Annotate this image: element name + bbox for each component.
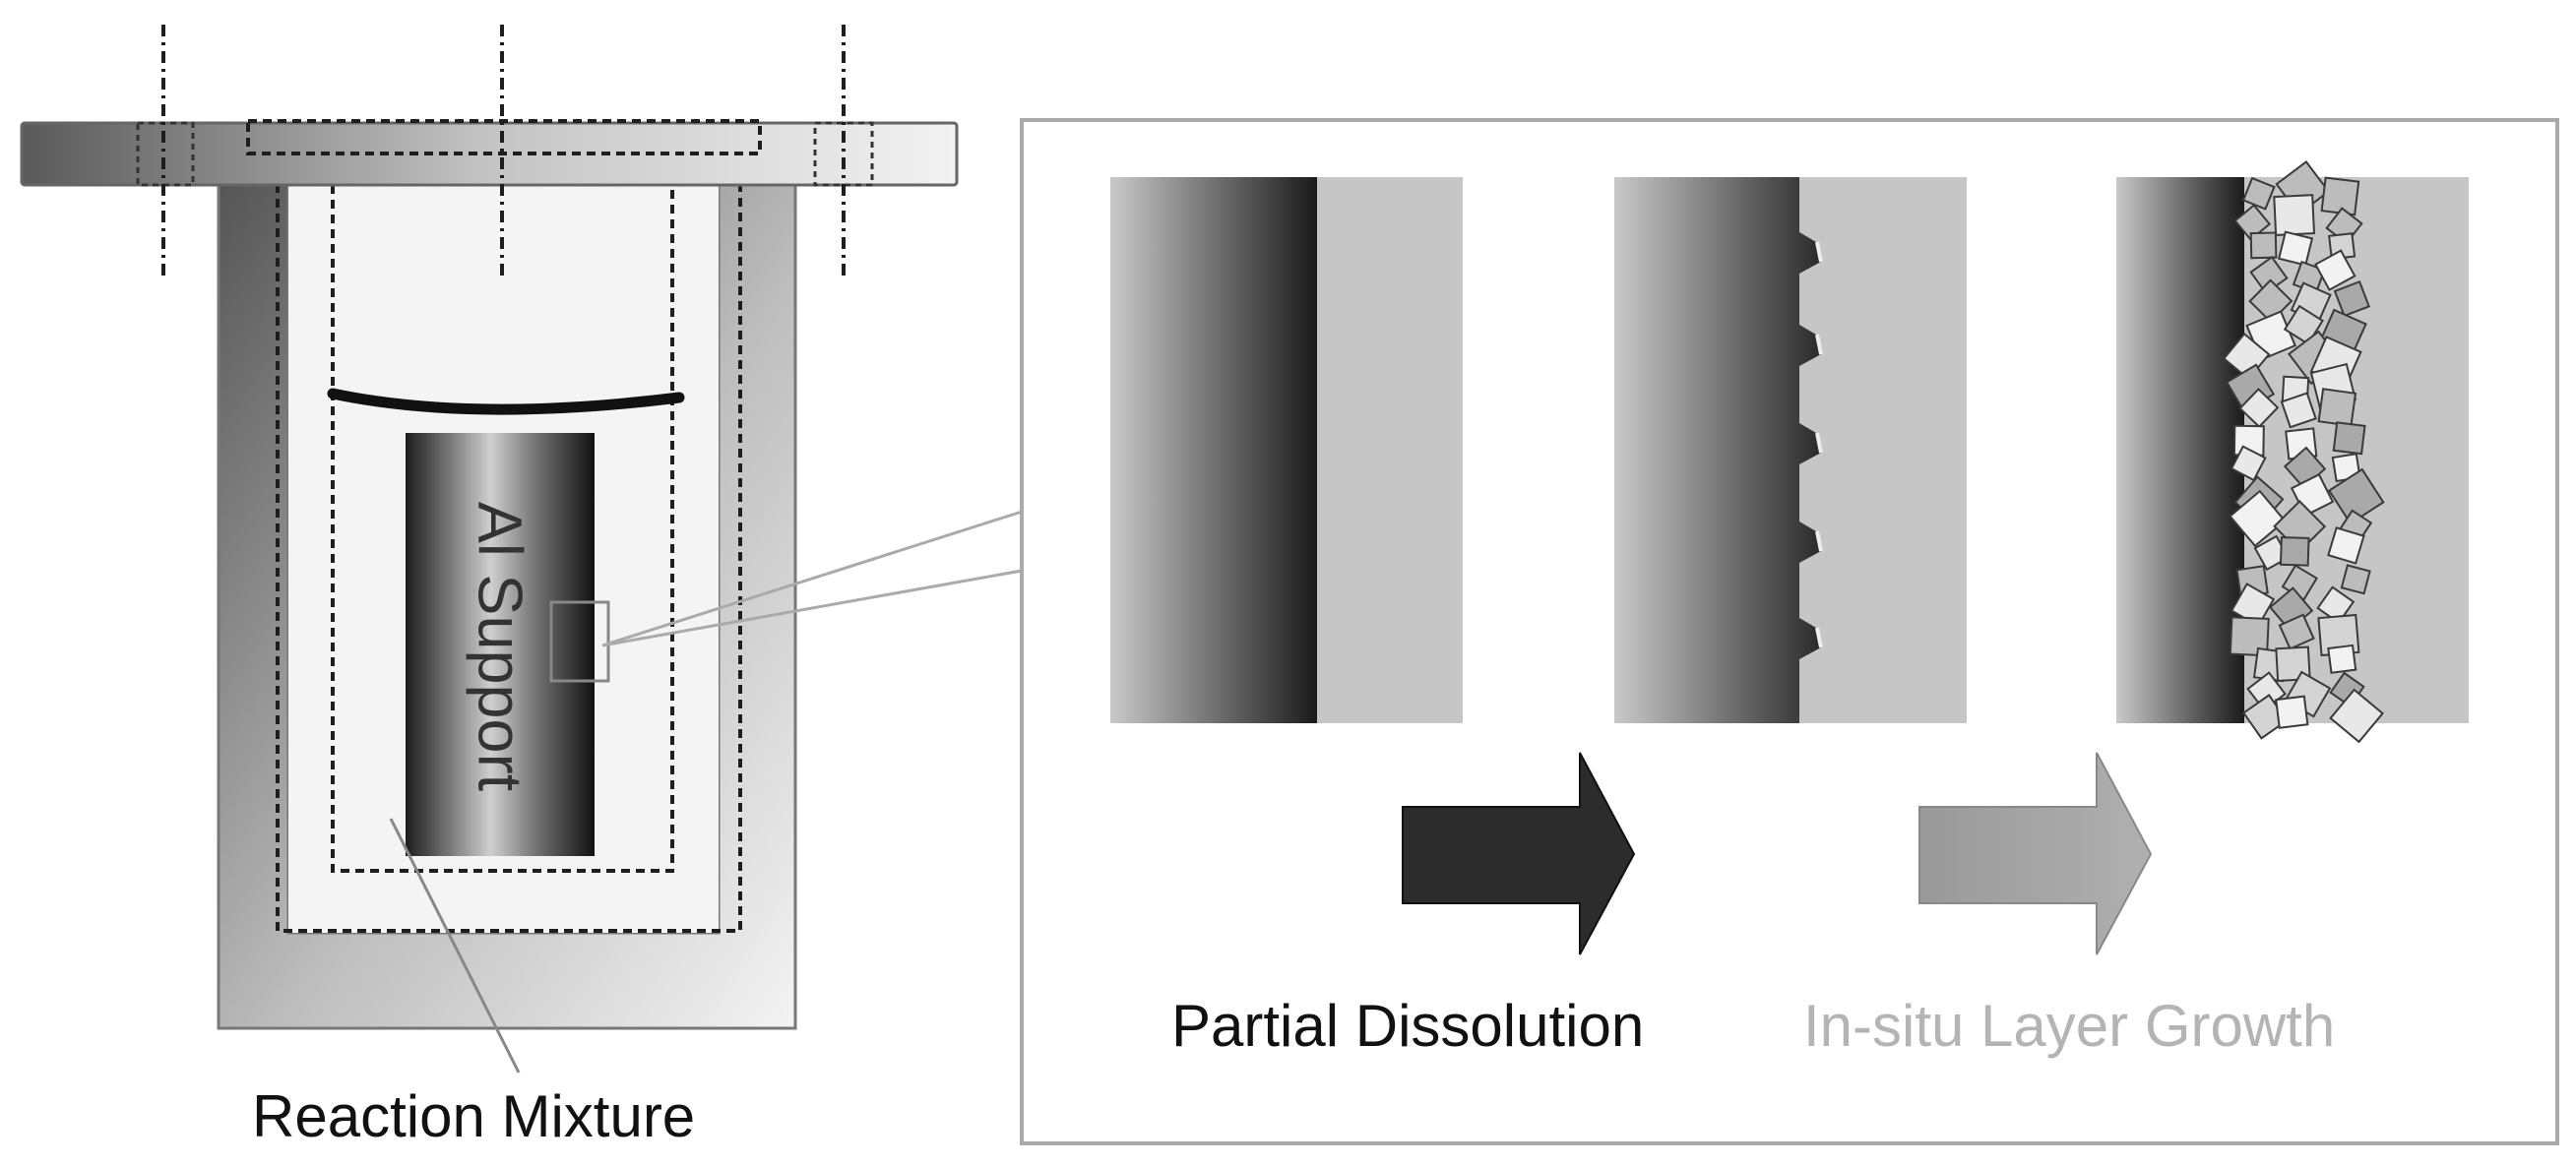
- liquid-surface: [327, 388, 685, 415]
- crystal-grain: [2279, 536, 2310, 567]
- crystal-grain: [2332, 421, 2366, 456]
- crystal-grain: [2327, 644, 2357, 674]
- reactor-vessel: Al Support Reaction Mixture: [20, 25, 959, 1149]
- dissolution-arrow: [1402, 752, 1636, 955]
- dissolution-pits: [1815, 241, 1823, 648]
- stage-partial-dissolution: [1614, 177, 1967, 723]
- process-panel: Partial Dissolution In-situ Layer Growth: [1020, 118, 2559, 1145]
- zoom-connector-top: [601, 510, 1023, 647]
- crystal-grain: [2316, 585, 2356, 625]
- bare-solution-region: [1317, 177, 1463, 723]
- stage-bare-support: [1110, 177, 1463, 723]
- crystal-grain: [2249, 231, 2278, 260]
- right-bolt: [813, 121, 874, 187]
- crystal-layer: [2222, 160, 2385, 744]
- partial-dissolution-label: Partial Dissolution: [1171, 993, 1644, 1059]
- crystal-grain: [2329, 688, 2384, 744]
- crystal-grain: [2229, 489, 2287, 548]
- layer-growth-label: In-situ Layer Growth: [1803, 993, 2335, 1059]
- mixture-leader-line: [389, 818, 521, 1074]
- grown-support-strip: [2116, 177, 2244, 723]
- crystal-grain: [2273, 194, 2316, 236]
- crystal-grain: [2333, 279, 2371, 318]
- crystal-grain: [2340, 564, 2371, 595]
- crystal-grain: [2238, 388, 2280, 429]
- crystal-grain: [2229, 616, 2270, 657]
- crystal-grain: [2317, 388, 2357, 427]
- crystal-grain: [2233, 204, 2272, 241]
- reaction-mixture-label: Reaction Mixture: [252, 1083, 695, 1149]
- zoom-marker: [549, 600, 610, 683]
- crystal-grain: [2280, 392, 2317, 429]
- support-label: Al Support: [465, 502, 534, 792]
- crystal-grain: [2283, 304, 2324, 345]
- growth-arrow: [1918, 752, 2153, 955]
- crystal-grain: [2327, 526, 2365, 565]
- crystal-grain: [2277, 230, 2314, 267]
- insert-outline: [331, 126, 674, 873]
- bare-support-strip: [1110, 177, 1317, 723]
- crystal-grain: [2327, 467, 2385, 525]
- crystal-grain: [2278, 613, 2315, 650]
- dissolved-support-strip: [1614, 177, 1821, 723]
- zoom-connector-bottom: [601, 569, 1023, 647]
- crystal-grain: [2275, 695, 2309, 729]
- al-support-cylinder: [406, 433, 595, 856]
- liner-outline: [276, 169, 742, 933]
- crystal-grain: [2230, 445, 2267, 482]
- stage-layer-growth: [2116, 160, 2469, 744]
- crystal-grain: [2313, 249, 2356, 291]
- lid-slot: [246, 119, 762, 155]
